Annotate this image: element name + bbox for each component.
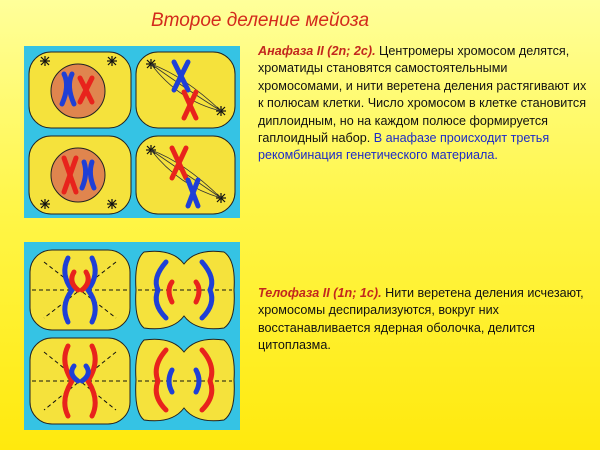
meiosis-diagram-top	[24, 46, 240, 218]
centrosome	[40, 56, 50, 66]
slide-title: Второе деление мейоза	[150, 10, 370, 31]
chromosome-blue	[171, 59, 191, 93]
centrosome	[107, 199, 117, 209]
centrosome	[107, 56, 117, 66]
anaphase-description: Анафаза II (2n; 2c). Центромеры хромосом…	[258, 43, 588, 165]
chromosome-blue	[193, 367, 202, 395]
cell-bottom-right-dividing	[135, 338, 235, 422]
anaphase-title: Анафаза II (2n; 2c).	[258, 44, 376, 58]
chromosome-blue	[166, 367, 175, 395]
centrosome	[40, 199, 50, 209]
nucleus	[50, 63, 106, 119]
chromosome-blue	[79, 363, 91, 384]
spindle-fiber	[150, 149, 222, 199]
chromosome-red	[62, 343, 75, 419]
chromosome-blue	[87, 159, 97, 191]
chromosome-red	[85, 343, 98, 419]
spindle-fiber	[150, 149, 222, 199]
chromosome-blue	[62, 255, 76, 325]
anaphase-highlight: В анафазе происходит третья рекомбинация…	[258, 131, 550, 163]
meiosis-diagram-top-svg	[28, 51, 236, 215]
spindle-fiber	[150, 149, 222, 199]
chromosome-red	[166, 279, 175, 305]
spindle-fiber	[43, 351, 117, 411]
telophase-description: Телофаза II (1n; 1c). Нити веретена деле…	[258, 285, 588, 355]
chromosome-blue	[69, 363, 81, 384]
chromosome-red	[181, 89, 199, 121]
meiosis-diagram-bottom	[24, 242, 240, 430]
chromosome-blue	[199, 259, 215, 321]
chromosome-red	[61, 155, 79, 195]
chromosome-red	[169, 145, 189, 181]
meiosis-diagram-bottom-svg	[29, 249, 235, 425]
chromosome-red	[199, 347, 215, 413]
chromosome-red	[77, 75, 95, 105]
nucleus	[50, 147, 106, 203]
spindle-fiber	[43, 351, 117, 411]
chromosome-red	[69, 269, 81, 293]
chromosome-red	[153, 347, 169, 413]
chromosome-red	[79, 269, 91, 293]
chromosome-red	[193, 279, 202, 305]
chromosome-blue	[185, 177, 201, 209]
chromosome-blue	[153, 259, 169, 321]
anaphase-body: Центромеры хромосом делятся, хроматиды с…	[258, 44, 587, 146]
telophase-title: Телофаза II (1n; 1c).	[258, 286, 382, 300]
cell-top-right-dividing	[135, 250, 235, 330]
chromosome-blue	[66, 71, 77, 107]
chromosome-blue	[59, 71, 70, 107]
chromosome-blue	[79, 159, 89, 191]
chromosome-blue	[84, 255, 98, 325]
telophase-body: Нити веретена деления исчезают, хромосом…	[258, 286, 584, 353]
